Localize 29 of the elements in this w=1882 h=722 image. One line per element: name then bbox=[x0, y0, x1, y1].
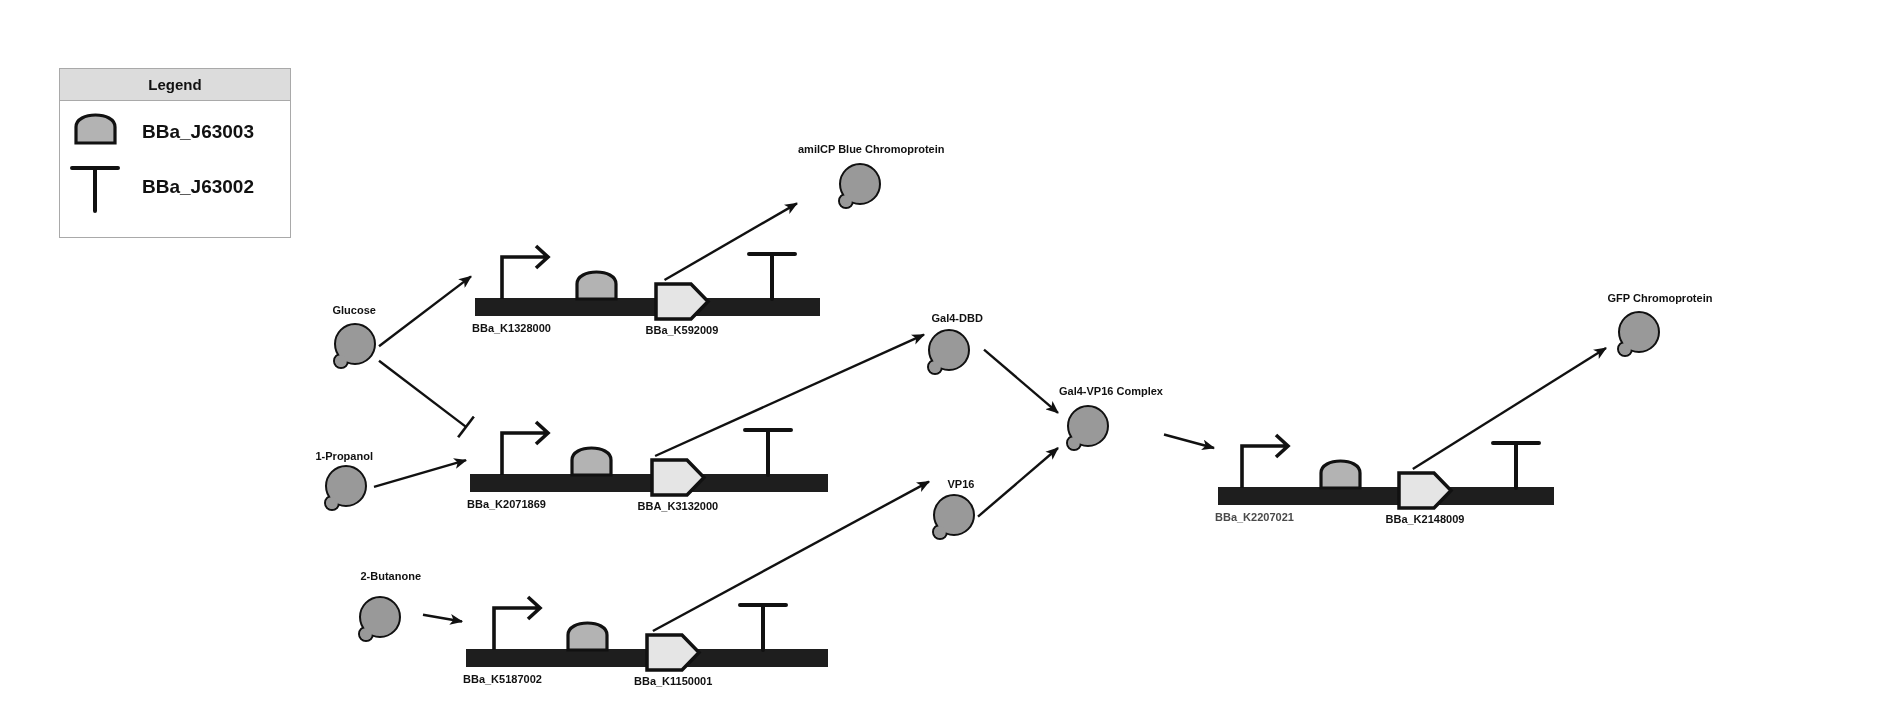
protein-label: Glucose bbox=[332, 303, 376, 317]
protein-label: VP16 bbox=[947, 477, 975, 491]
arrow bbox=[654, 333, 925, 458]
protein-label: Gal4-DBD bbox=[931, 311, 983, 325]
protein-label: 1-Propanol bbox=[315, 449, 373, 463]
arrow bbox=[1163, 433, 1216, 451]
arrow bbox=[422, 613, 464, 625]
protein-label: GFP Chromoprotein bbox=[1607, 291, 1713, 305]
part-label: BBa_K1328000 bbox=[472, 322, 551, 335]
part-label: BBa_K5187002 bbox=[463, 673, 542, 686]
part-label: BBa_K1150001 bbox=[634, 675, 713, 688]
arrow bbox=[977, 447, 1059, 518]
protein-label: 2-Butanone bbox=[360, 569, 421, 583]
arrow bbox=[378, 275, 472, 348]
legend-label: BBa_J63002 bbox=[142, 176, 254, 198]
arrow bbox=[983, 348, 1059, 414]
arrow bbox=[1412, 347, 1607, 470]
part-label: BBa_K2148009 bbox=[1385, 513, 1465, 526]
part-label: BBA_K3132000 bbox=[637, 500, 719, 513]
protein-label: amilCP Blue Chromoprotein bbox=[798, 142, 945, 156]
part-label: BBa_K2207021 bbox=[1215, 511, 1294, 524]
part-label: BBa_K592009 bbox=[645, 324, 719, 337]
arrow bbox=[652, 480, 930, 633]
arrow bbox=[373, 458, 468, 488]
legend-label: BBa_J63003 bbox=[142, 121, 254, 143]
protein-label: Gal4-VP16 Complex bbox=[1059, 384, 1163, 398]
arrow bbox=[663, 202, 798, 282]
legend-title: Legend bbox=[60, 69, 290, 101]
part-label: BBa_K2071869 bbox=[467, 498, 546, 511]
